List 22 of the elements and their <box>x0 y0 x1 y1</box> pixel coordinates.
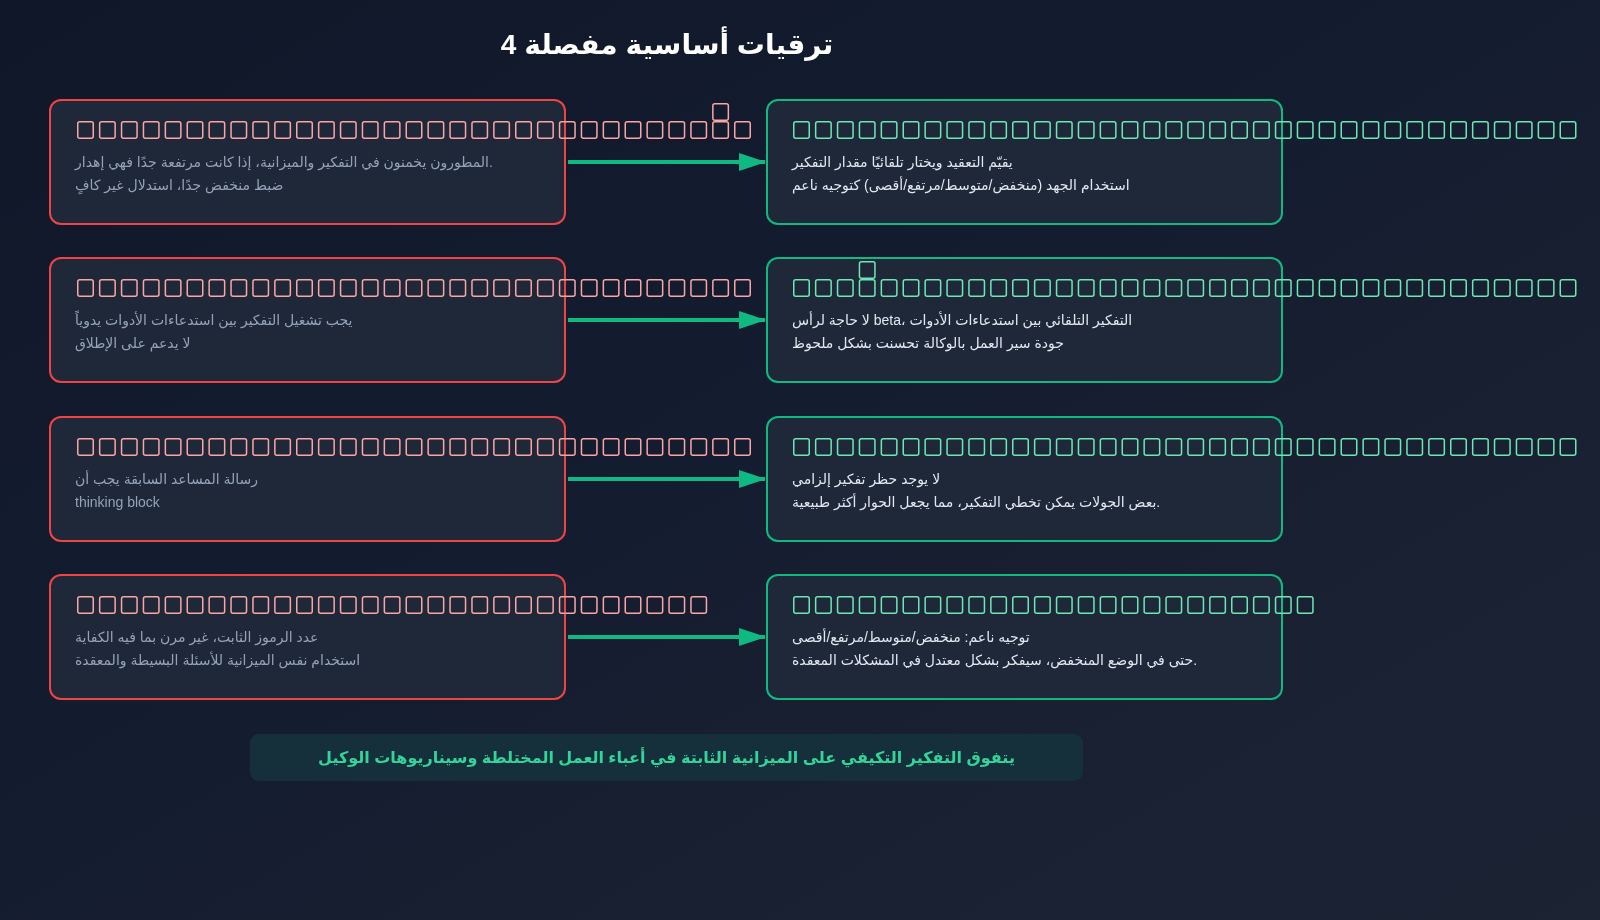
card-text: عدد الرموز الثابت، غير مرن بما فيه الكفاية <box>75 628 319 648</box>
arrow <box>568 470 766 488</box>
card-text: يقيّم التعقيد ويختار تلقائيًا مقدار التفكير <box>792 153 1013 173</box>
card-text: توجيه ناعم: منخفض/متوسط/مرتفع/أقصى <box>792 627 1030 648</box>
arrow <box>568 628 766 646</box>
summary-banner: يتفوق التفكير التكيفي على الميزانية الثابتة في أعباء العمل المختلطة وسيناريوهات الوكيل <box>250 734 1083 781</box>
diagram-title: 4 ترقيات أساسية مفصلة <box>500 25 834 65</box>
arrow <box>568 153 766 171</box>
card-text: رسالة المساعد السابقة يجب أن <box>75 469 259 490</box>
card-text: لا يدعم على الإطلاق <box>75 334 191 354</box>
card-text: استخدام نفس الميزانية للأسئلة البسيطة والمعقدة <box>75 650 361 671</box>
card-text: ضبط منخفض جدًا، استدلال غير كافٍ <box>75 176 284 196</box>
card-text: حتى في الوضع المنخفض، سيفكر بشكل معتدل في المشكلات المعقدة. <box>792 651 1198 671</box>
card-text: thinking block <box>75 493 160 512</box>
card-text: لا حاجة لرأس beta، التفكير التلقائي بين استدعاءات الأدوات <box>792 310 1133 331</box>
card-text: استخدام الجهد (منخفض/متوسط/مرتفع/أقصى) كتوجيه ناعم <box>792 175 1130 196</box>
card-text: يجب تشغيل التفكير بين استدعاءات الأدوات يدوياً <box>75 309 353 331</box>
card-text: بعض الجولات يمكن تخطي التفكير، مما يجعل الحوار أكثر طبيعية. <box>792 492 1161 513</box>
card-text: جودة سير العمل بالوكالة تحسنت بشكل ملحوظ <box>792 334 1064 354</box>
card-text: المطورون يخمنون في التفكير والميزانية، إذا كانت مرتفعة جدًا فهي إهدار. <box>75 153 493 173</box>
arrow <box>568 311 766 329</box>
card-text: لا يوجد حظر تفكير إلزامي <box>792 470 941 490</box>
